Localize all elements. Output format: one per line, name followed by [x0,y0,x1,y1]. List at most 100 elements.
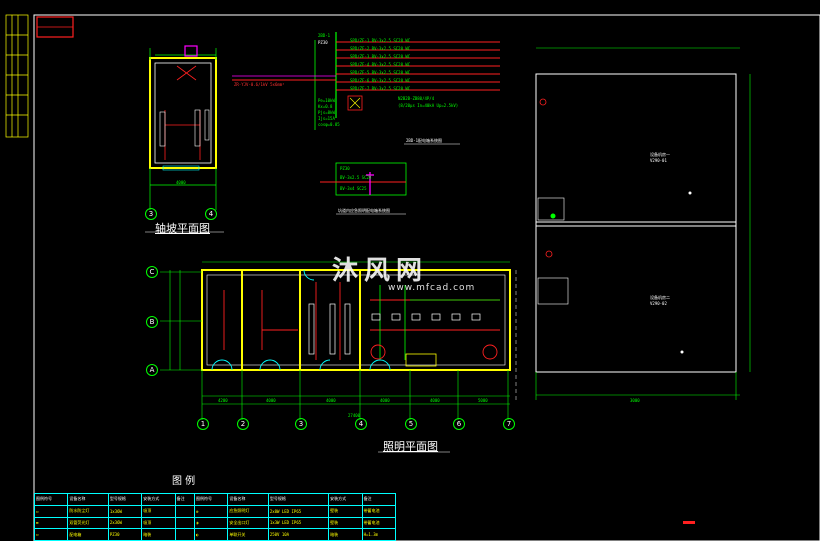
axis-bubble-c: C [146,266,158,278]
legend-cell: 暗装 [141,528,176,541]
room-bottom-code: V290-02 [650,301,667,306]
schematic-row-6: SPD/ZF-6 BV-3x2.5 SC20 WC [350,78,411,83]
schematic-note: N2B2B-ZB80/4P/4 [398,96,435,101]
schematic-row-5: SPD/ZF-5 BV-3x2.5 SC20 WC [350,70,411,75]
panel-schematic [232,32,500,215]
pit-plan-title: 轴坡平面图 [155,222,210,235]
small-schematic-panel: PZ30 [340,166,350,171]
schematic-incoming: ZR-YJV-0.6/1kV 5x6mm² [234,82,285,87]
axis-bubble-7: 7 [503,418,515,430]
pit-dimension: 4000 [176,180,186,185]
legend-symbol-icon: ◑ [193,516,229,530]
watermark-logo-text: 沐风网 [332,256,429,286]
legend-cell: PZ30 [107,528,143,541]
legend-row: ▬ 双管荧光灯 2x36W 吸顶 ◑ 安全出口灯 1x3W LED IP65 壁… [33,516,397,530]
schematic-param-4: Ijs=15A [318,116,335,121]
legend-cell: 防水防尘灯 [67,504,109,518]
drawing-frame [33,14,820,541]
axis-bubble-3: 3 [295,418,307,430]
legend-symbol-icon: ◐ [193,528,229,541]
schematic-caption: 2BD-1配电箱系统图 [406,138,443,143]
schematic-param-1: Pe=10kW [318,98,335,103]
left-title-strip [5,14,29,138]
right-dimension: 3000 [630,398,640,403]
legend-cell: 暗装 [328,528,363,541]
legend-cell [174,528,195,541]
legend-title: 图 例 [172,476,196,487]
axis-bubble-pit-3: 3 [145,208,157,220]
legend-header-cell: 设备名称 [67,493,109,506]
legend-header-cell: 设备名称 [227,493,269,506]
main-dim-seg-2: 4000 [266,398,276,403]
axis-bubble-1: 1 [197,418,209,430]
legend-header-row: 图例符号 设备名称 型号规格 安装方式 备注 图例符号 设备名称 型号规格 安装… [33,493,397,506]
legend-cell: H=1.3m [361,528,397,541]
site-watermark: 沐风网 www.mfcad.com [332,250,475,293]
legend-cell: 壁装 [328,516,363,530]
axis-bubble-pit-4: 4 [205,208,217,220]
schematic-panel-sub: PZ30 [318,40,328,45]
legend-header-cell: 备注 [361,493,397,506]
small-schematic-row-2: BV-3x4 SC25 [340,186,367,191]
schematic-row-4: SPD/ZF-4 BV-3x2.5 SC20 WC [350,62,411,67]
axis-bubble-a: A [146,364,158,376]
watermark-url: www.mfcad.com [388,283,476,293]
room-bottom-label: 设备机房二 [650,295,670,300]
main-plan-title: 照明平面图 [383,440,438,453]
legend-cell: 配电箱 [67,528,109,541]
legend-header-cell: 型号规格 [267,493,330,506]
main-dim-seg-3: 4000 [326,398,336,403]
schematic-panel-top: 2BD-1 [318,33,331,38]
legend-cell: 2x8W LED IP65 [267,504,330,518]
axis-bubble-6: 6 [453,418,465,430]
legend-row: ▭ 配电箱 PZ30 暗装 ◐ 单联开关 250V 10A 暗装 H=1.3m [33,528,397,541]
legend-cell: 1x3W LED IP65 [267,516,330,530]
legend-cell: 带蓄电池 [361,504,397,518]
schematic-param-5: cosφ=0.85 [318,122,340,127]
schematic-row-2: SPD/ZF-2 BV-3x2.5 SC20 WC [350,46,411,51]
axis-bubble-b: B [146,316,158,328]
axis-bubble-5: 5 [405,418,417,430]
legend-cell: 单联开关 [227,528,269,541]
legend-header-cell: 安装方式 [141,493,176,506]
schematic-row-1: SPD/ZF-1 BV-3x2.5 SC20 WC [350,38,411,43]
schematic-param-3: Pjs=8kW [318,110,335,115]
legend-symbol-icon: ▭ [33,504,69,518]
schematic-row-3: SPD/ZF-3 BV-3x2.5 SC20 WC [350,54,411,59]
schematic-param-2: Kx=0.8 [318,104,333,109]
legend-symbol-icon: ⊗ [193,504,229,518]
legend-cell: 2x36W [107,516,143,530]
legend-symbol-icon: ▭ [33,528,69,541]
small-schematic-row-1: BV-3x2.5 SC20 [340,175,372,180]
legend-cell [174,504,195,518]
axis-bubble-4: 4 [355,418,367,430]
legend-cell: 壁装 [328,504,363,518]
legend-table: 图例符号 设备名称 型号规格 安装方式 备注 图例符号 设备名称 型号规格 安装… [33,493,397,541]
legend-cell: 应急照明灯 [227,504,269,518]
legend-cell: 250V 10A [267,528,330,541]
legend-cell: 带蓄电池 [361,516,397,530]
legend-cell: 吸顶 [141,516,176,530]
legend-header-cell: 备注 [174,493,195,506]
pit-plan [145,45,224,233]
schematic-row-7: SPD/ZF-7 BV-3x2.5 SC20 WC [350,86,411,91]
equipment-room-plan [535,47,751,400]
room-top-code: V290-01 [650,158,667,163]
legend-cell: 安全出口灯 [227,516,269,530]
axis-bubble-2: 2 [237,418,249,430]
main-dim-seg-1: 4200 [218,398,228,403]
legend-header-cell: 图例符号 [33,493,69,506]
room-top-label: 设备机房一 [650,152,670,157]
legend-header-cell: 安装方式 [328,493,363,506]
main-dimension-total: 27400 [348,413,361,418]
legend-cell: 吸顶 [141,504,176,518]
legend-cell: 1x36W [107,504,143,518]
legend-header-cell: 图例符号 [193,493,229,506]
legend-symbol-icon: ▬ [33,516,69,530]
main-lighting-plan [160,261,695,524]
main-dim-seg-5: 4000 [430,398,440,403]
main-dim-seg-4: 4000 [380,398,390,403]
legend-cell: 双管荧光灯 [67,516,109,530]
small-schematic-caption: 坑道内应急照明配电箱系统图 [338,208,390,213]
